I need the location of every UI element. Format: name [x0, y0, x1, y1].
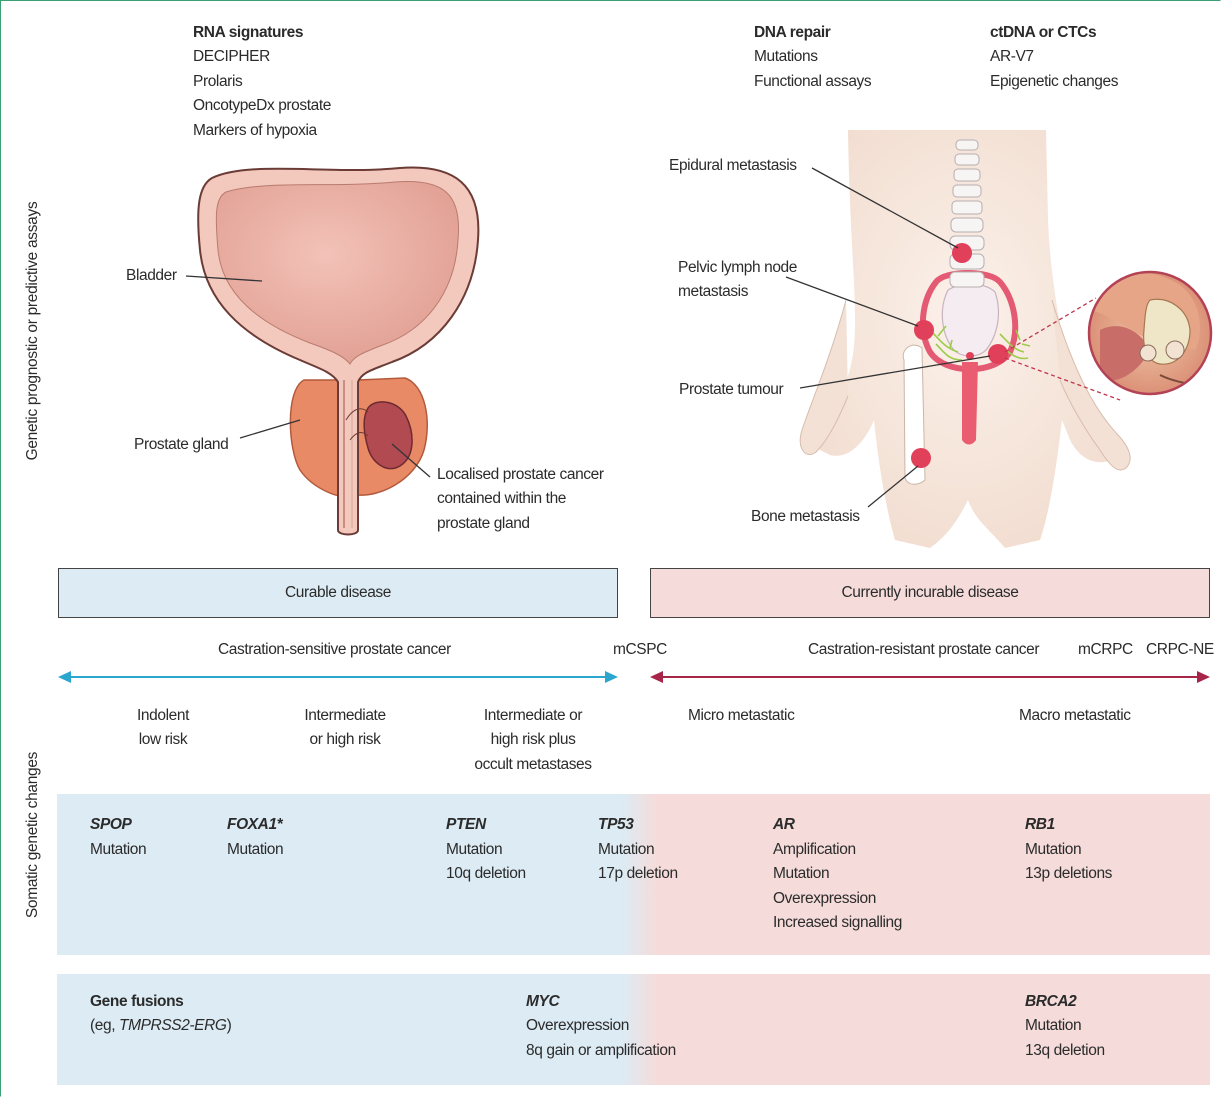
- gene-detail: 10q deletion: [446, 862, 526, 887]
- castration-sensitive-label: Castration-sensitive prostate cancer: [218, 638, 451, 663]
- gene-detail: 8q gain or amplification: [526, 1039, 676, 1064]
- crpc-ne-label: CRPC-NE: [1146, 638, 1214, 663]
- castration-resistant-label: Castration-resistant prostate cancer: [808, 638, 1039, 663]
- gene-detail: 13q deletion: [1025, 1039, 1105, 1064]
- occult-label: high risk plus: [463, 728, 603, 753]
- gene-detail: Mutation: [1025, 838, 1081, 863]
- prostate-gland-label: Prostate gland: [134, 433, 228, 458]
- gene-detail: Overexpression: [526, 1014, 629, 1039]
- gene-detail: Mutation: [227, 838, 283, 863]
- rna-signatures-title: RNA signatures: [193, 21, 303, 46]
- spine: [950, 140, 984, 287]
- rna-item: OncotypeDx prostate: [193, 94, 331, 119]
- intermediate-label: Intermediate: [285, 704, 405, 729]
- localised-cancer-label: prostate gland: [437, 512, 530, 537]
- gene-detail: Mutation: [446, 838, 502, 863]
- castration-sensitive-arrow: [58, 671, 618, 683]
- dna-item: Mutations: [754, 45, 818, 70]
- mcrpc-label: mCRPC: [1078, 638, 1133, 663]
- gene-spop: SPOP: [90, 813, 131, 838]
- gene-myc: MYC: [526, 990, 559, 1015]
- gene-rb1: RB1: [1025, 813, 1055, 838]
- micro-metastatic-label: Micro metastatic: [688, 704, 794, 729]
- castration-resistant-arrow: [650, 671, 1210, 683]
- dna-repair-title: DNA repair: [754, 21, 830, 46]
- incurable-disease-box: Currently incurable disease: [650, 568, 1210, 618]
- curable-disease-box: Curable disease: [58, 568, 618, 618]
- ctdna-item: AR-V7: [990, 45, 1034, 70]
- intermediate-label: or high risk: [285, 728, 405, 753]
- urethra-red: [962, 362, 978, 445]
- gene-detail: 17p deletion: [598, 862, 678, 887]
- prostate-tumour-label: Prostate tumour: [679, 378, 783, 403]
- gene-brca2: BRCA2: [1025, 990, 1076, 1015]
- epidural-label: Epidural metastasis: [669, 154, 797, 179]
- localised-cancer-label: Localised prostate cancer: [437, 463, 604, 488]
- rna-item: DECIPHER: [193, 45, 270, 70]
- gene-detail: Amplification: [773, 838, 856, 863]
- gene-pten: PTEN: [446, 813, 486, 838]
- pelvic-lymph-metastasis-dot: [914, 320, 934, 340]
- gene-detail: 13p deletions: [1025, 862, 1112, 887]
- mcspc-label: mCSPC: [613, 638, 667, 663]
- bone-metastasis-dot: [911, 448, 931, 468]
- occult-label: Intermediate or: [463, 704, 603, 729]
- gene-detail: Mutation: [773, 862, 829, 887]
- body-illustration: [800, 130, 1130, 548]
- pelvic-label: metastasis: [678, 280, 748, 305]
- gene-fusions-title: Gene fusions: [90, 990, 183, 1015]
- pelvic-label: Pelvic lymph node: [678, 256, 797, 281]
- dna-item: Functional assays: [754, 70, 871, 95]
- gene-ar: AR: [773, 813, 795, 838]
- gene-detail: Mutation: [1025, 1014, 1081, 1039]
- prostate-tumour-dot: [988, 344, 1008, 364]
- gene-fusions-example: (eg, TMPRSS2-ERG): [90, 1014, 231, 1039]
- gene-foxa1: FOXA1*: [227, 813, 282, 838]
- indolent-label: low risk: [113, 728, 213, 753]
- rna-item: Prolaris: [193, 70, 242, 95]
- ctdna-title: ctDNA or CTCs: [990, 21, 1096, 46]
- side-label-assays: Genetic prognostic or predictive assays: [24, 181, 42, 481]
- localised-cancer-label: contained within the: [437, 487, 566, 512]
- gene-tp53: TP53: [598, 813, 633, 838]
- side-label-somatic: Somatic genetic changes: [24, 735, 42, 935]
- bone-metastasis-label: Bone metastasis: [751, 505, 860, 530]
- gene-detail: Increased signalling: [773, 911, 902, 936]
- ctdna-item: Epigenetic changes: [990, 70, 1118, 95]
- gene-detail: Mutation: [90, 838, 146, 863]
- gene-detail: Overexpression: [773, 887, 876, 912]
- occult-label: occult metastases: [463, 753, 603, 778]
- indolent-label: Indolent: [113, 704, 213, 729]
- macro-metastatic-label: Macro metastatic: [1019, 704, 1131, 729]
- bladder-label: Bladder: [126, 264, 177, 289]
- gene-detail: Mutation: [598, 838, 654, 863]
- rna-item: Markers of hypoxia: [193, 119, 317, 144]
